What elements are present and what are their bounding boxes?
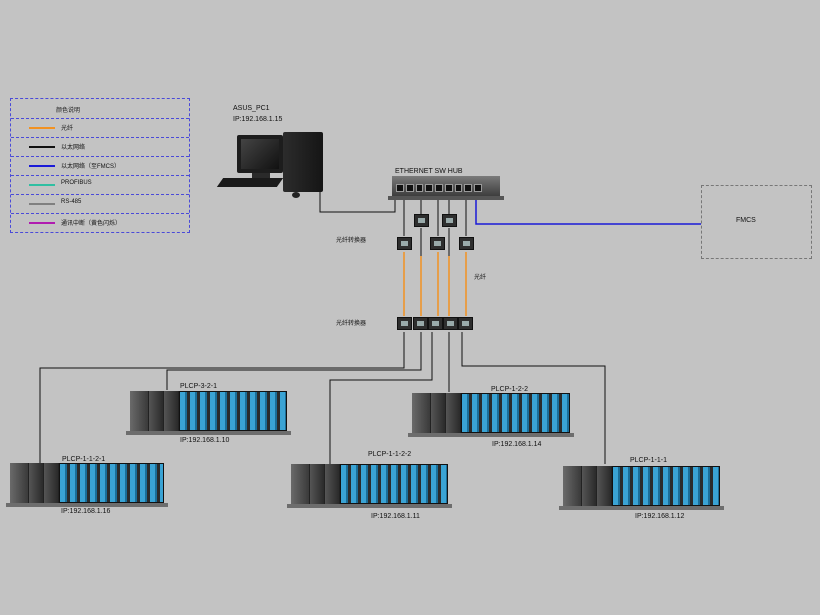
- pc-ip: IP:192.168.1.15: [233, 116, 283, 123]
- media-converter-icon[interactable]: [414, 214, 429, 227]
- legend-label: 以太网络: [61, 145, 86, 151]
- media-converter-icon[interactable]: [428, 317, 443, 330]
- legend-swatch: [29, 165, 55, 167]
- legend-swatch: [29, 146, 55, 148]
- plc-ip: IP:192.168.1.11: [371, 513, 420, 520]
- plc-rack[interactable]: [408, 393, 574, 437]
- eth-link: [166, 332, 422, 390]
- keyboard-icon: [216, 178, 284, 187]
- eth-link: [39, 332, 405, 466]
- legend-title: 颜色说明: [56, 108, 81, 114]
- media-converter-icon[interactable]: [397, 317, 412, 330]
- plc-name: PLCP-1-1-2-2: [368, 451, 412, 458]
- fmcs-box[interactable]: [701, 185, 812, 259]
- plc-name: PLCP-1-1-1: [630, 457, 667, 464]
- media-converter-icon[interactable]: [458, 317, 473, 330]
- plc-ip: IP:192.168.1.14: [492, 441, 542, 448]
- hub-fmcs-link: [475, 196, 701, 225]
- legend-row: 光纤: [11, 118, 189, 137]
- media-converter-icon[interactable]: [443, 317, 458, 330]
- plc-name: PLCP-3-2-1: [180, 383, 217, 390]
- hub-base: [388, 196, 504, 200]
- media-converter-icon[interactable]: [413, 317, 428, 330]
- legend-row: RS-485: [11, 194, 189, 213]
- monitor-stand: [252, 173, 270, 178]
- legend-label: PROFIBUS: [61, 180, 92, 186]
- mouse-icon: [292, 192, 300, 198]
- converter-bottom-label: 光纤转换器: [336, 321, 367, 327]
- eth-link: [329, 332, 433, 466]
- media-converter-icon[interactable]: [459, 237, 474, 250]
- hub-label: ETHERNET SW HUB: [395, 168, 463, 175]
- media-converter-icon[interactable]: [397, 237, 412, 250]
- plc-ip: IP:192.168.1.12: [635, 513, 685, 520]
- legend-row: PROFIBUS: [11, 175, 189, 194]
- hub-ports: [396, 184, 483, 192]
- legend-label: 光纤: [61, 126, 74, 132]
- media-converter-icon[interactable]: [430, 237, 445, 250]
- plc-rack[interactable]: [559, 466, 724, 510]
- plc-name: PLCP-1-1-2-1: [62, 456, 106, 463]
- legend-label: RS-485: [61, 199, 82, 205]
- legend-swatch: [29, 222, 55, 224]
- legend-row: 以太网络: [11, 137, 189, 156]
- plc-rack[interactable]: [126, 391, 291, 435]
- converter-top-label: 光纤转换器: [336, 238, 367, 244]
- plc-ip: IP:192.168.1.10: [180, 437, 230, 444]
- legend-row: 通讯中断（黄色闪烁）: [11, 213, 189, 232]
- legend-swatch: [29, 184, 55, 186]
- fiber-label: 光纤: [474, 275, 487, 281]
- legend-row: 以太网络（至FMCS）: [11, 156, 189, 175]
- legend-swatch: [29, 203, 55, 205]
- plc-ip: IP:192.168.1.16: [61, 508, 111, 515]
- legend-label: 以太网络（至FMCS）: [61, 164, 120, 170]
- pc-tower-icon: [283, 132, 323, 192]
- legend-swatch: [29, 127, 55, 129]
- monitor-screen: [241, 139, 279, 169]
- fmcs-label: FMCS: [736, 217, 756, 224]
- legend-label: 通讯中断（黄色闪烁）: [61, 221, 122, 227]
- media-converter-icon[interactable]: [442, 214, 457, 227]
- pc-hub-link: [319, 188, 396, 213]
- plc-name: PLCP-1-2-2: [491, 386, 528, 393]
- color-legend: 颜色说明 光纤 以太网络 以太网络（至FMCS） PROFIBUS RS-485…: [10, 98, 190, 233]
- eth-link: [461, 332, 606, 464]
- pc-name: ASUS_PC1: [233, 105, 270, 112]
- plc-rack[interactable]: [287, 464, 452, 508]
- plc-rack[interactable]: [6, 463, 168, 507]
